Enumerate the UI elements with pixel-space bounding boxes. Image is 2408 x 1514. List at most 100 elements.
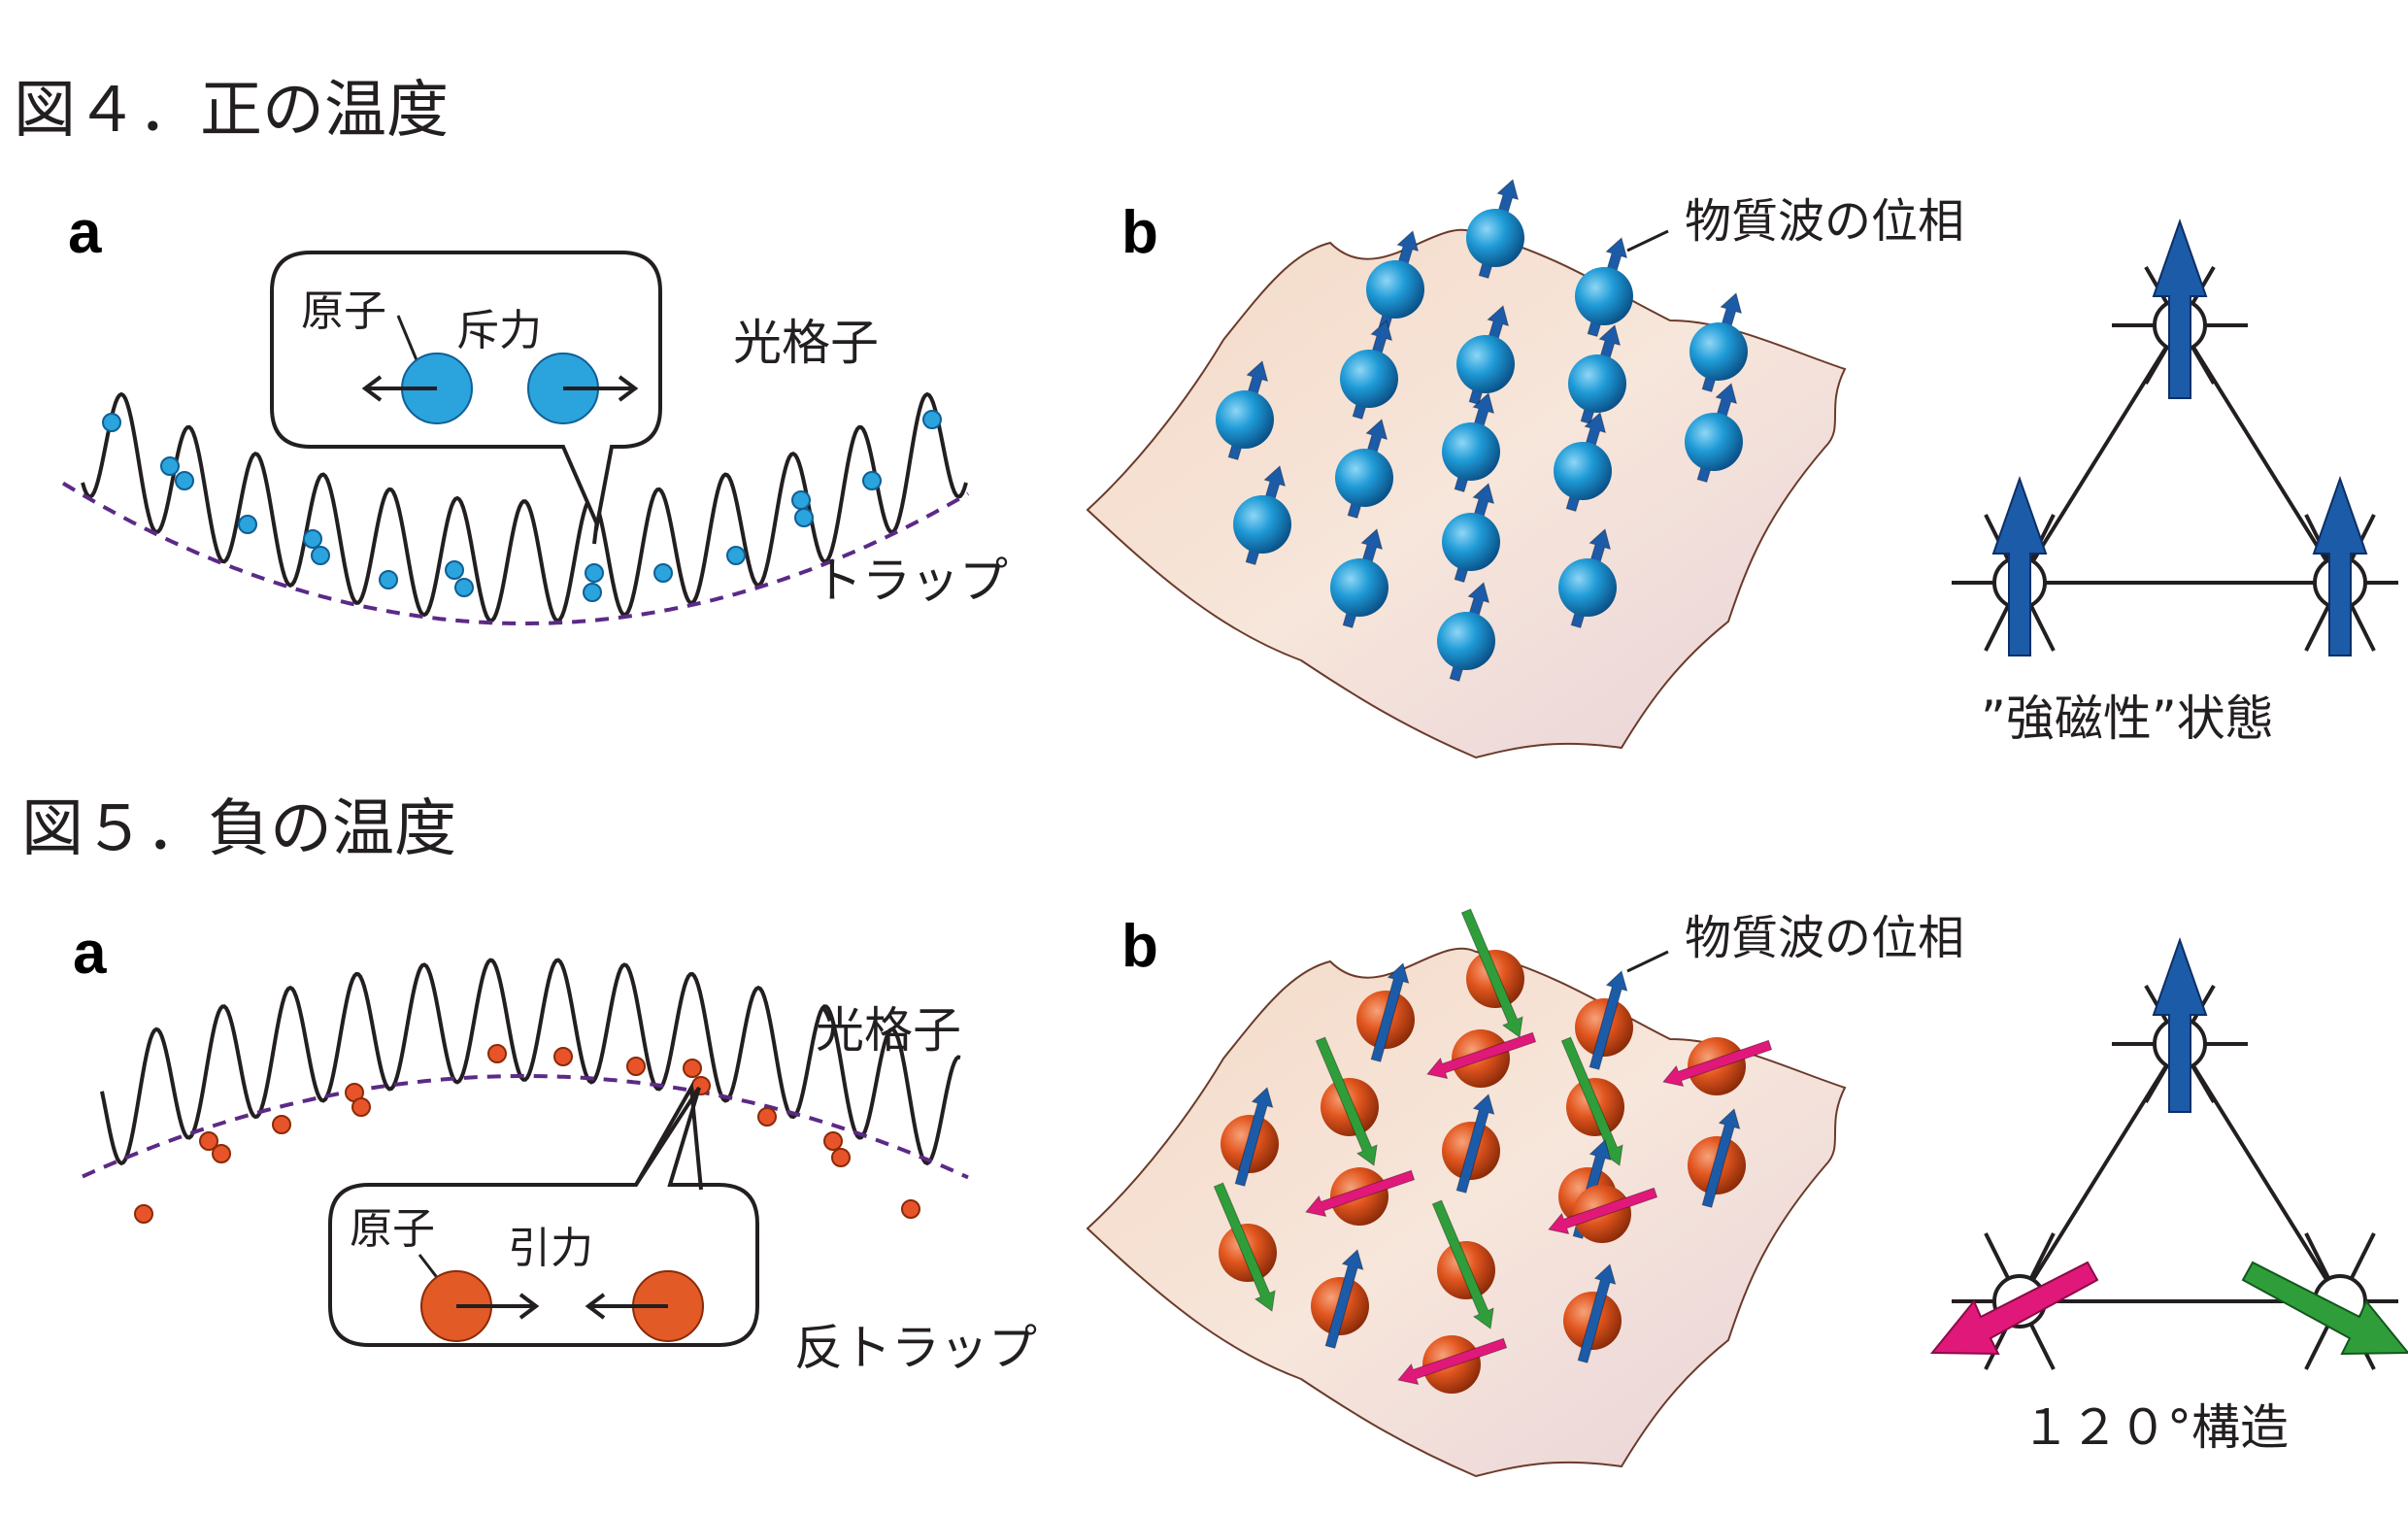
surface-atom — [1335, 449, 1393, 507]
spin-arrow-up — [1234, 1087, 1274, 1187]
fig4-trap-curve — [61, 481, 970, 625]
fig4-spin-arrow-right — [2312, 475, 2368, 656]
fig5-lattice-atoms — [134, 1044, 920, 1224]
surface-atom — [1466, 209, 1524, 267]
lattice-atom — [134, 1204, 153, 1224]
fig5-state-label: １２０°構造 — [2022, 1399, 2289, 1456]
lattice-atom — [272, 1115, 291, 1134]
lattice-atom — [831, 1148, 851, 1167]
spin-arrow-magenta — [1662, 1039, 1773, 1088]
fig5-triangle-diagram: １２０°構造 — [1929, 936, 2408, 1456]
lattice-atom — [653, 563, 673, 583]
fig5-antitrap-label: 反トラップ — [794, 1320, 1037, 1376]
fig5-surface-atoms — [1213, 908, 1773, 1394]
fig4-arrowhead-right — [618, 375, 639, 402]
fig4-atom-leader-line — [396, 315, 421, 368]
lattice-atom — [379, 570, 398, 589]
fig5-potential-surface — [1086, 947, 1847, 1478]
fig5-panel-b: 物質波の位相 １２０°構造 — [1086, 908, 2408, 1478]
lattice-atom — [757, 1107, 777, 1127]
fig4-potential-surface — [1086, 228, 1847, 759]
lattice-atom — [901, 1199, 920, 1219]
fig4-bubble-pointer — [592, 519, 599, 545]
spin-arrow-magenta — [1305, 1169, 1416, 1218]
fig5-arrowhead-left — [518, 1293, 540, 1320]
lattice-atom — [683, 1059, 702, 1078]
fig5-lattice-curve — [100, 958, 961, 1166]
fig4-bubble-atom-label: 原子 — [301, 286, 386, 336]
spin-arrow-up — [1577, 1263, 1617, 1363]
surface-atom — [1442, 513, 1500, 571]
fig4-phase-label: 物質波の位相 — [1685, 194, 1964, 249]
lattice-atom — [160, 456, 180, 476]
surface-atom — [1442, 422, 1500, 481]
fig5-spin-arrow-right — [2241, 1261, 2408, 1356]
lattice-atom — [553, 1047, 573, 1066]
spin-arrow-magenta — [1426, 1031, 1537, 1080]
lattice-atom — [199, 1131, 218, 1151]
fig5-bubble-pointer — [634, 1081, 703, 1191]
fig5-spin-arrow-top — [2152, 936, 2208, 1113]
fig5-atom-leader-line — [418, 1254, 441, 1281]
fig5-arrowhead-right — [585, 1293, 606, 1320]
fig5-bubble-force-label: 引力 — [508, 1224, 593, 1273]
surface-atom — [1456, 335, 1515, 393]
fig4-bubble-force-label: 斥力 — [456, 306, 542, 355]
lattice-atom — [823, 1131, 843, 1151]
lattice-atom — [454, 578, 474, 597]
spin-arrow-magenta — [1397, 1337, 1508, 1386]
fig4-lattice-label: 光格子 — [733, 315, 879, 371]
lattice-atom — [102, 413, 121, 432]
spin-arrow-magenta — [1548, 1187, 1658, 1235]
spin-arrow-green — [1315, 1036, 1378, 1166]
fig4-title: 図４．正の温度 — [14, 75, 449, 147]
fig4-lattice-curve — [81, 391, 968, 623]
surface-atom — [1330, 558, 1388, 617]
lattice-atom — [585, 563, 604, 583]
fig4-panel-a: 原子 斥力 光格子 トラップ — [61, 251, 1008, 625]
spin-arrow-up — [1589, 970, 1628, 1070]
fig5-panel-a: 原子 引力 光格子 反トラップ — [82, 958, 1037, 1376]
lattice-atom — [238, 515, 257, 534]
fig5-phase-label: 物質波の位相 — [1685, 911, 1964, 965]
fig5-phase-leader-line — [1626, 950, 1669, 973]
lattice-atom — [351, 1097, 371, 1117]
surface-atom — [1568, 354, 1626, 413]
spin-arrow-green — [1460, 908, 1523, 1038]
surface-atom — [1366, 260, 1424, 319]
fig5-title: 図５．負の温度 — [21, 793, 456, 865]
spin-arrow-green — [1431, 1199, 1494, 1329]
lattice-atom — [726, 546, 746, 565]
fig5-spin-arrow-left — [1929, 1261, 2099, 1356]
lattice-atom — [175, 471, 194, 490]
lattice-atom — [794, 508, 814, 527]
fig4-trap-label: トラップ — [814, 553, 1008, 609]
lattice-atom — [626, 1057, 646, 1076]
spin-arrow-up — [1455, 1093, 1495, 1194]
fig4-spin-arrow-left — [1991, 475, 2048, 656]
spin-arrow-up — [1324, 1249, 1364, 1349]
fig4-panel-b: 物質波の位相 ”強磁性”状態 — [1086, 179, 2398, 759]
fig5-bubble-atom-label: 原子 — [350, 1204, 435, 1254]
surface-atom — [1340, 350, 1398, 408]
fig4-panel-b-label: b — [1121, 199, 1158, 266]
surface-atom — [1685, 413, 1743, 471]
surface-atom — [1575, 267, 1633, 325]
lattice-atom — [212, 1144, 231, 1163]
fig5-panel-a-label: a — [73, 920, 107, 987]
fig4-phase-leader-line — [1626, 229, 1669, 252]
fig5-lattice-label: 光格子 — [816, 1002, 961, 1059]
lattice-atom — [862, 471, 882, 490]
fig4-lattice-atoms — [102, 410, 942, 602]
spin-arrow-up — [1701, 1108, 1741, 1208]
fig4-arrowhead-left — [361, 375, 383, 402]
spin-arrow-up — [1370, 962, 1410, 1062]
surface-atom — [1437, 612, 1495, 670]
surface-atom — [1558, 558, 1617, 617]
lattice-atom — [303, 529, 322, 549]
fig5-antitrap-curve — [82, 1074, 969, 1180]
fig4-state-label: ”強磁性”状態 — [1981, 690, 2274, 747]
fig4-surface-atoms — [1216, 179, 1748, 683]
fig4-triangle-diagram: ”強磁性”状態 — [1952, 218, 2398, 747]
